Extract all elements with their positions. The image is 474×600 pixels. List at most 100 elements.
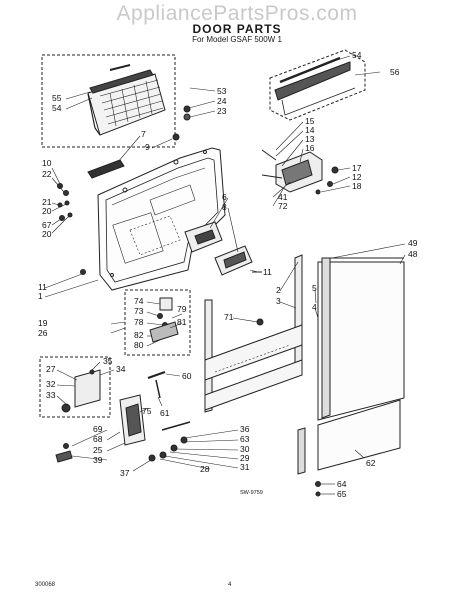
toe-panel-edge <box>297 427 306 475</box>
callout-69: 69 <box>93 424 103 434</box>
callout-25: 25 <box>93 445 103 455</box>
callout-61: 61 <box>160 408 170 418</box>
callout-74: 74 <box>134 296 144 306</box>
vent-part-7 <box>87 159 125 179</box>
callout-14: 14 <box>305 125 315 135</box>
callout-9: 9 <box>145 142 150 152</box>
callout-24: 24 <box>217 96 227 106</box>
vent-inset <box>41 54 176 148</box>
callout-53: 53 <box>217 86 227 96</box>
watermark: AppliancePartsPros.com <box>116 2 358 25</box>
callout-54b: 54 <box>352 50 362 60</box>
hinge-60 <box>147 371 166 379</box>
callout-4: 4 <box>312 302 317 312</box>
screw-part-24 <box>183 105 191 113</box>
callout-2: 2 <box>276 285 281 295</box>
callout-39: 39 <box>93 455 103 465</box>
callout-68: 68 <box>93 434 103 444</box>
pin-61 <box>155 379 161 399</box>
latch-assembly <box>261 149 339 195</box>
callout-71: 71 <box>224 312 234 322</box>
callout-56: 56 <box>390 67 400 77</box>
page-subtitle: For Model GSAF 500W 1 <box>192 35 282 44</box>
callout-48: 48 <box>408 249 418 259</box>
callout-6: 6 <box>222 192 227 202</box>
callout-29: 29 <box>240 453 250 463</box>
callout-36: 36 <box>240 424 250 434</box>
callout-34: 34 <box>116 364 126 374</box>
callout-5: 5 <box>312 283 317 293</box>
callout-80: 80 <box>134 340 144 350</box>
callout-17: 17 <box>352 163 362 173</box>
screw-64 <box>315 481 321 487</box>
bracket-75-detail <box>125 403 142 437</box>
clip-part-23 <box>183 113 191 121</box>
callout-1: 1 <box>38 291 43 301</box>
callout-11b: 11 <box>263 267 272 277</box>
callout-21: 21 <box>42 197 52 207</box>
callout-73: 73 <box>134 306 144 316</box>
screw-part-11a <box>80 269 86 275</box>
callout-19: 19 <box>38 318 48 328</box>
screw-part-9 <box>172 133 180 141</box>
door-frame <box>204 254 303 413</box>
callout-63: 63 <box>240 434 250 444</box>
callout-67: 67 <box>42 220 52 230</box>
footer-page-number: 4 <box>228 582 232 588</box>
callout-3: 3 <box>276 296 281 306</box>
callout-22: 22 <box>42 169 52 179</box>
callout-60: 60 <box>182 371 192 381</box>
callout-10: 10 <box>42 158 52 168</box>
handle-trim-inset <box>269 49 366 121</box>
callout-18: 18 <box>352 181 362 191</box>
screw-69 <box>63 443 69 449</box>
spring-inset-box <box>39 356 111 418</box>
callout-8: 8 <box>222 202 227 212</box>
callout-54a: 54 <box>52 103 62 113</box>
drawing-number: SW-9759 <box>240 490 263 496</box>
callout-75: 75 <box>142 406 152 416</box>
callout-41: 41 <box>278 192 288 202</box>
callout-28: 28 <box>200 464 210 474</box>
footer-code: 300068 <box>35 582 56 588</box>
callout-30: 30 <box>240 444 250 454</box>
callout-20a: 20 <box>42 206 52 216</box>
callout-64: 64 <box>337 479 347 489</box>
callout-72: 72 <box>278 201 288 211</box>
callout-81: 81 <box>177 317 187 327</box>
toe-panel <box>317 399 401 471</box>
callout-7: 7 <box>141 129 146 139</box>
callout-20b: 20 <box>42 229 52 239</box>
page-title: DOOR PARTS <box>192 22 282 36</box>
callout-55: 55 <box>52 93 62 103</box>
callout-32: 32 <box>46 379 56 389</box>
leader-lines <box>44 55 406 495</box>
callout-62: 62 <box>366 458 376 468</box>
callout-65: 65 <box>337 489 347 499</box>
callout-13: 13 <box>305 134 315 144</box>
bracket-inset-box <box>124 289 191 356</box>
callout-26: 26 <box>38 328 48 338</box>
callout-23: 23 <box>217 106 227 116</box>
left-screw-group <box>57 183 73 221</box>
callout-labels: 55 54 53 24 23 54 56 9 7 10 22 21 20 67 … <box>38 50 418 499</box>
door-handle <box>184 221 262 276</box>
bracket-parts <box>149 297 179 343</box>
callout-31: 31 <box>240 462 250 472</box>
callout-79: 79 <box>177 304 187 314</box>
callout-78: 78 <box>134 317 144 327</box>
callout-12: 12 <box>352 172 362 182</box>
callout-35: 35 <box>103 356 113 366</box>
callout-11a: 11 <box>38 282 47 292</box>
hinge-screws <box>148 421 191 462</box>
callout-82: 82 <box>134 330 144 340</box>
callout-15: 15 <box>305 116 315 126</box>
callout-27: 27 <box>46 364 56 374</box>
nut-39 <box>55 450 73 463</box>
inner-door-panel <box>97 147 226 291</box>
callout-37: 37 <box>120 468 130 478</box>
callout-49: 49 <box>408 238 418 248</box>
callout-33: 33 <box>46 390 56 400</box>
